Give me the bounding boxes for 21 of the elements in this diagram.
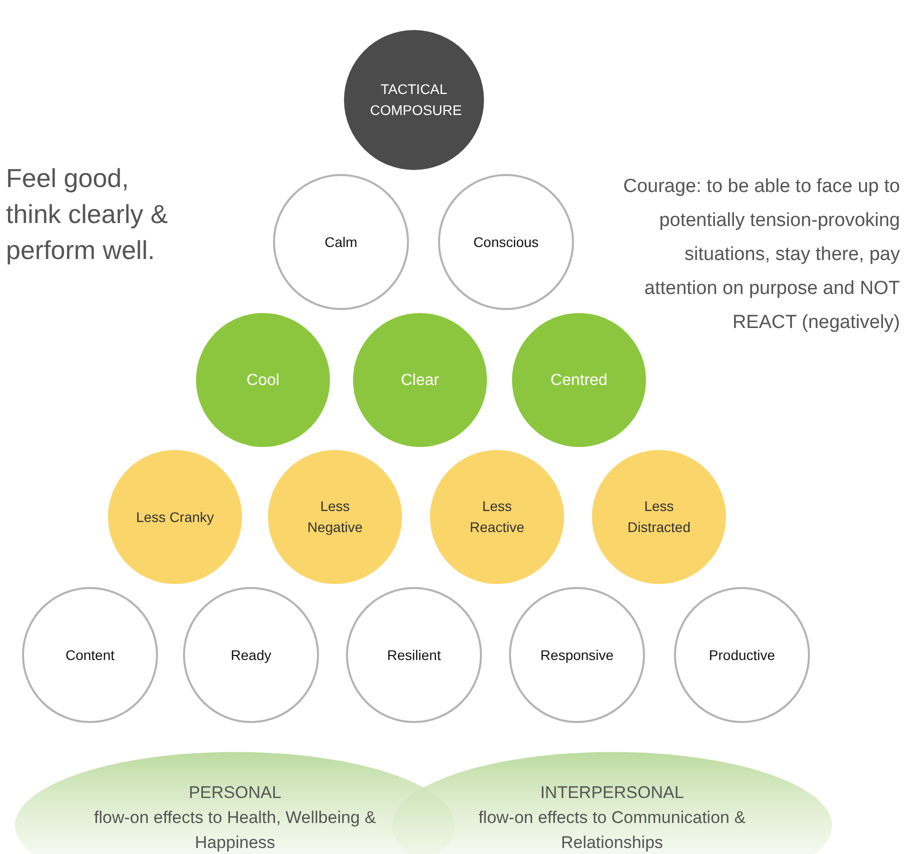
- area-description: flow-on effects to Communication & Relationships: [477, 807, 747, 854]
- area-description: flow-on effects to Health, Wellbeing & Happiness: [93, 807, 377, 854]
- circle-label: Calm: [324, 232, 358, 252]
- tagline: Feel good, think clearly & perform well.: [6, 162, 169, 267]
- circle-label: Less Negative: [306, 497, 364, 537]
- courage-note: Courage: to be able to face up to potentially tension-provoking situations, stay there, pay attention on purpose and NOT REACT (negatively): [622, 175, 900, 335]
- circle-label: Clear: [400, 370, 440, 390]
- ellipse-area: [392, 752, 832, 854]
- circle-label: Responsive: [539, 646, 615, 665]
- circle-label: Centred: [550, 370, 608, 390]
- circle-label: Conscious: [472, 232, 540, 252]
- circle-label: Productive: [708, 646, 776, 664]
- circle-label: Less Distracted: [626, 497, 692, 537]
- circle-label: Cool: [246, 370, 280, 390]
- area-heading: INTERPERSONAL: [540, 782, 684, 804]
- circle-label: Less Reactive: [468, 497, 526, 537]
- circle-label: Ready: [230, 646, 272, 665]
- circle-label: Resilient: [386, 646, 442, 664]
- area-heading: PERSONAL: [188, 782, 282, 804]
- circle-label: Content: [64, 646, 116, 664]
- circle-label: Less Cranky: [135, 508, 215, 527]
